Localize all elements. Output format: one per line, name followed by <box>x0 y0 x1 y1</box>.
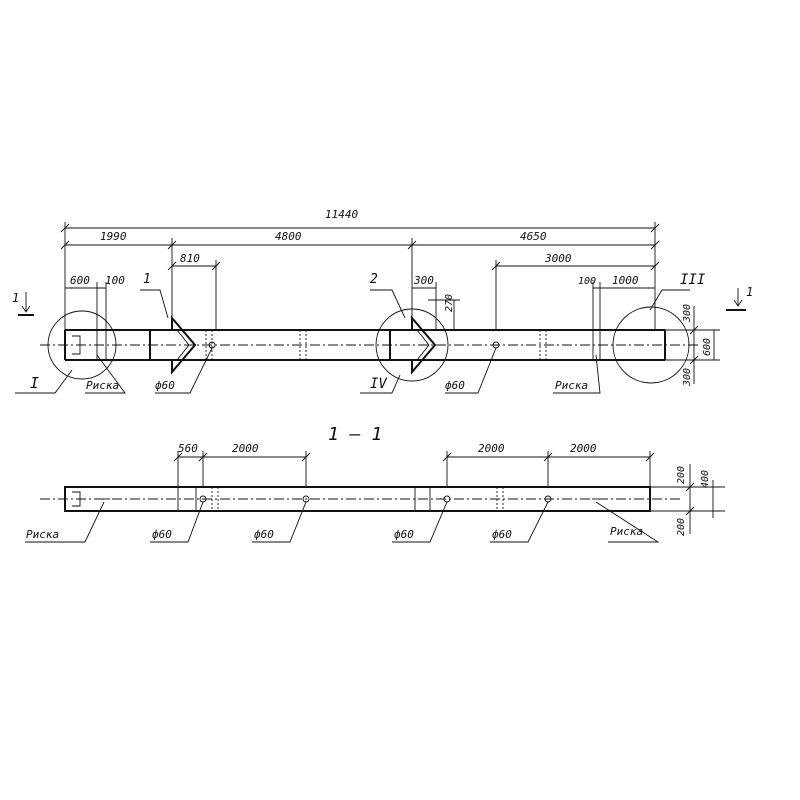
section-mark-left: 1 <box>12 291 34 316</box>
plan-risk-label-right: Риска <box>610 525 643 538</box>
section-mark-right-text: 1 <box>746 285 753 299</box>
height-dim-mid: 600 <box>702 338 713 356</box>
segment-dim-1990: 1990 <box>100 230 127 243</box>
plan-dim-2000-c: 2000 <box>570 442 597 455</box>
segment-dim-4650: 4650 <box>520 230 547 243</box>
dim-mid-joint: 300 270 <box>412 274 460 330</box>
item-label-1: 1 <box>143 272 151 287</box>
leaders-plan <box>25 501 660 543</box>
dim-100-right-text: 100 <box>578 276 596 287</box>
overall-dimension: 11440 <box>60 208 660 330</box>
connector-arrow-1 <box>149 315 197 375</box>
plan-height-top: 200 <box>676 466 687 484</box>
segment-dim-4800: 4800 <box>275 230 302 243</box>
plan-dim-2000-b: 2000 <box>478 442 505 455</box>
dim-810: 810 <box>167 252 221 330</box>
plan-risk-label-left: Риска <box>26 528 59 541</box>
plan-dim-2000-a: 2000 <box>232 442 259 455</box>
elevation-view: 11440 1990 4800 4650 810 <box>12 208 753 394</box>
plan-height-mid: 400 <box>700 470 711 488</box>
dim-300-mid-text: 300 <box>413 274 434 287</box>
plan-hole-label: ф60 <box>492 528 512 541</box>
plan-dim-560: 560 <box>178 442 198 455</box>
plan-top-dimensions: 560 2000 2000 2000 <box>173 442 655 487</box>
dim-1000-text: 1000 <box>612 274 639 287</box>
plan-hole-label: ф60 <box>394 528 414 541</box>
height-dimensions: 300 600 300 <box>665 304 720 387</box>
beam-elevation <box>40 329 700 361</box>
dim-3000: 3000 <box>491 252 660 330</box>
section-mark-left-text: 1 <box>12 291 19 305</box>
dim-right-ends: 100 1000 <box>578 274 655 330</box>
beam-plan <box>40 486 680 512</box>
plan-hole-label: ф60 <box>254 528 274 541</box>
risk-label-left: Риска <box>86 379 119 392</box>
dim-3000-text: 3000 <box>544 252 572 265</box>
segment-dimensions: 1990 4800 4650 <box>60 230 660 330</box>
height-dim-top: 300 <box>682 304 693 323</box>
plan-hole-label: ф60 <box>152 528 172 541</box>
plan-height-dimensions: 200 400 200 <box>650 464 725 536</box>
node-label-iii: III <box>680 272 706 288</box>
section-mark-right: 1 <box>726 285 753 311</box>
section-title: 1 — 1 <box>328 424 382 445</box>
plan-height-bot: 200 <box>676 518 687 536</box>
dim-100-left-text: 100 <box>105 274 125 287</box>
dim-left-ends: 600 100 <box>65 274 125 330</box>
node-circle-iii <box>612 306 690 384</box>
item-label-2: 2 <box>370 272 378 287</box>
dim-270-text: 270 <box>444 294 455 312</box>
hole-label: ф60 <box>445 379 465 392</box>
leaders-elevation <box>15 289 690 394</box>
plan-view: 1 — 1 560 2000 2000 2000 <box>25 424 725 543</box>
hole-label: ф60 <box>155 379 175 392</box>
node-circle-iv <box>375 308 449 382</box>
node-label-i: I <box>30 374 39 392</box>
connector-arrow-2 <box>389 315 437 375</box>
node-circle-i <box>47 310 117 380</box>
dim-810-text: 810 <box>180 252 200 265</box>
height-dim-bot: 300 <box>682 368 693 387</box>
overall-dim-text: 11440 <box>325 208 358 221</box>
node-label-iv: IV <box>370 376 388 392</box>
risk-label-right: Риска <box>555 379 588 392</box>
dim-600-left-text: 600 <box>70 274 90 287</box>
